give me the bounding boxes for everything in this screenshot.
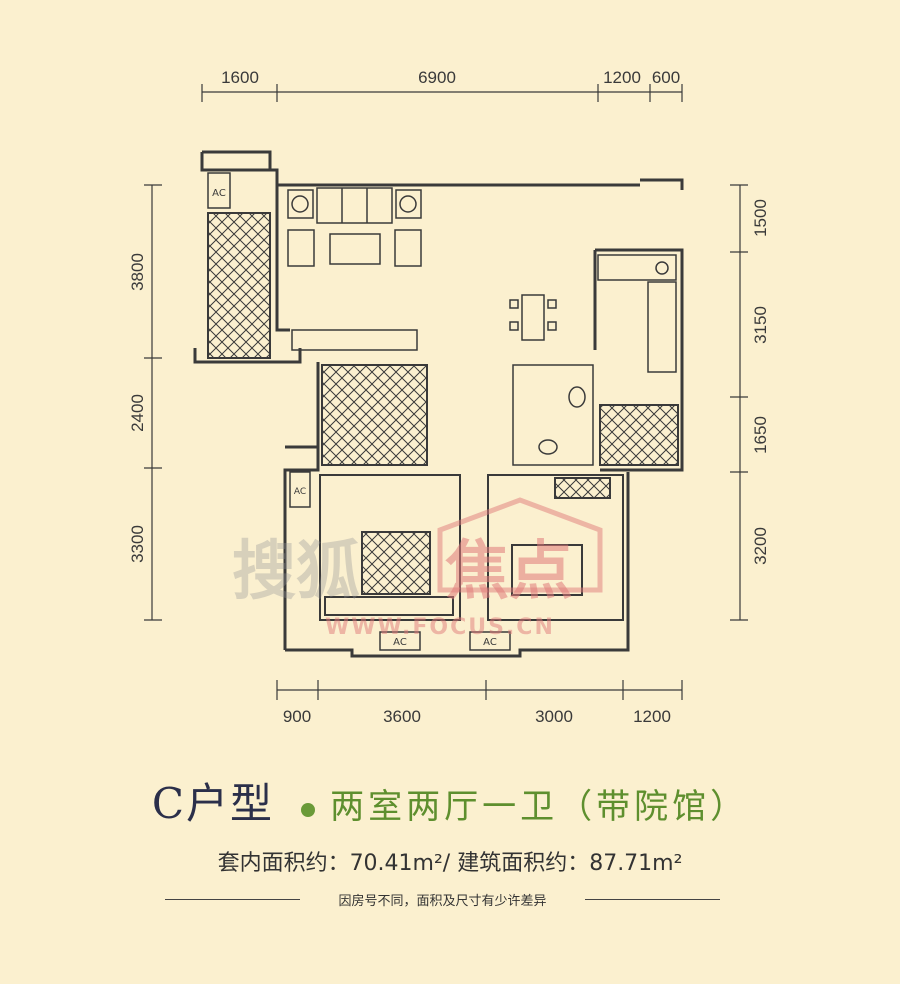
bottom-dimension-line	[276, 680, 683, 700]
ac-label-left: AC	[212, 188, 226, 199]
ac-unit-bottom-left	[379, 631, 421, 651]
armchair-left	[287, 229, 315, 267]
disclaimer: 因房号不同，面积及尺寸有少许差异	[165, 888, 720, 910]
right-dim-2: 3150	[751, 306, 770, 344]
bullet-dot-icon	[301, 802, 316, 817]
bathroom	[512, 364, 594, 466]
kitchen-counter	[597, 254, 677, 373]
watermark-url: WWW.FOCUS.CN	[325, 615, 555, 640]
top-dim-1: 1600	[221, 68, 259, 87]
exterior-walls	[193, 150, 684, 658]
ac-unit-bottom-right	[469, 631, 511, 651]
ac-label-bottom-right: AC	[483, 637, 497, 648]
room-layout-title: 两室两厅一卫（带院馆）	[330, 787, 749, 827]
balcony-lattice-left	[207, 212, 271, 359]
bedroom-left	[319, 474, 461, 621]
courtyard-lattice-right	[599, 404, 679, 466]
right-dimension-line	[730, 184, 748, 621]
side-lamp-left	[287, 189, 314, 219]
ac-unit-left	[207, 172, 231, 209]
right-dim-4: 3200	[751, 527, 770, 565]
left-dim-3: 3300	[128, 525, 147, 563]
divider-right	[585, 899, 720, 900]
bottom-dim-3: 3000	[535, 707, 573, 726]
bottom-dim-1: 900	[283, 707, 311, 726]
watermark-brand-red: 焦点	[445, 535, 573, 609]
floor-plan: 1600 6900 1200 600 3800 2400 3300 1500 3…	[128, 68, 770, 726]
top-dim-3: 1200	[603, 68, 641, 87]
tv-cabinet	[291, 329, 418, 351]
right-dim-1: 1500	[751, 199, 770, 237]
coffee-table	[329, 233, 381, 265]
left-dim-2: 2400	[128, 394, 147, 432]
watermark-house-icon	[437, 497, 603, 593]
divider-left	[165, 899, 300, 900]
sofa	[316, 187, 393, 224]
left-dim-1: 3800	[128, 253, 147, 291]
area-info: 套内面积约：70.41m²/ 建筑面积约：87.71m²	[217, 851, 683, 876]
top-dim-2: 6900	[418, 68, 456, 87]
left-dimension-line	[144, 184, 162, 621]
bedroom-right	[487, 474, 624, 621]
bottom-dim-2: 3600	[383, 707, 421, 726]
ac-unit-left-lower	[289, 471, 311, 508]
watermark-brand-gray: 搜狐	[232, 535, 360, 609]
ac-label-left-lower: AC	[294, 487, 306, 497]
side-lamp-right	[395, 189, 422, 219]
dining-table	[509, 294, 557, 341]
courtyard-lattice-center	[321, 364, 428, 466]
top-dimension-line	[201, 84, 683, 102]
armchair-right	[394, 229, 422, 267]
title-row: C户型 两室两厅一卫（带院馆）	[0, 770, 900, 831]
ac-label-bottom-left: AC	[393, 637, 407, 648]
unit-type-title: C户型	[151, 779, 274, 828]
disclaimer-text: 因房号不同，面积及尺寸有少许差异	[338, 894, 547, 909]
right-dim-3: 1650	[751, 416, 770, 454]
top-dim-4: 600	[652, 68, 680, 87]
bottom-dim-4: 1200	[633, 707, 671, 726]
